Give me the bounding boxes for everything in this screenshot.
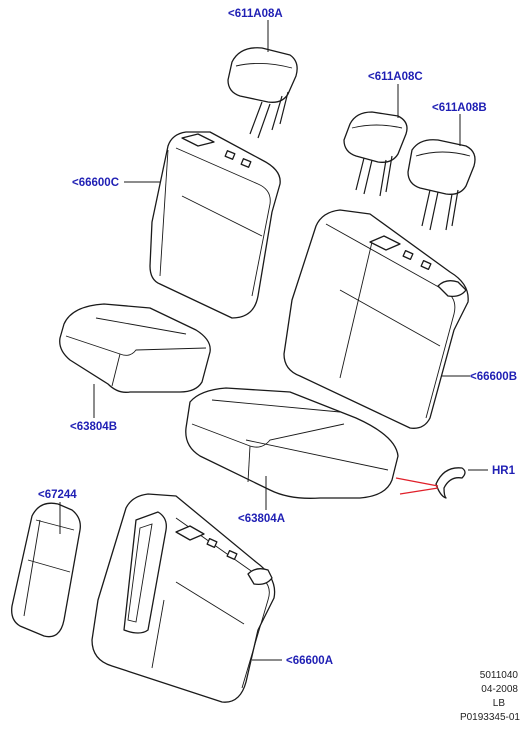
backrest-66600C[interactable] <box>149 131 281 319</box>
armrest-67244[interactable] <box>11 502 81 638</box>
reference-number: 5011040 <box>480 670 519 681</box>
backrest-66600A[interactable] <box>91 493 276 703</box>
headrest-611A08B[interactable] <box>407 139 476 231</box>
reference-date: 04-2008 <box>481 684 518 695</box>
callout-611A08A: <611A08A <box>228 8 283 20</box>
callout-611A08B: <611A08B <box>432 102 487 114</box>
clip-HR1[interactable] <box>435 467 466 499</box>
cushion-63804A[interactable] <box>185 387 399 499</box>
callout-66600B: <66600B <box>470 371 517 383</box>
callout-63804B: <63804B <box>70 421 117 433</box>
leader-lines <box>59 20 488 661</box>
backrest-66600B[interactable] <box>283 209 469 429</box>
cushion-63804B[interactable] <box>59 303 211 393</box>
callout-67244: <67244 <box>38 489 77 501</box>
callout-611A08C: <611A08C <box>368 71 423 83</box>
reference-block: 5011040 04-2008 LB P0193345-01 <box>460 670 520 723</box>
reference-code: LB <box>493 698 506 709</box>
headrest-611A08C[interactable] <box>343 111 408 197</box>
callout-HR1: HR1 <box>492 465 516 477</box>
callout-63804A: <63804A <box>238 513 285 525</box>
callout-66600A: <66600A <box>286 655 333 667</box>
callout-66600C: <66600C <box>72 177 119 189</box>
headrest-611A08A[interactable] <box>227 47 298 139</box>
reference-drawing-id: P0193345-01 <box>460 712 520 723</box>
